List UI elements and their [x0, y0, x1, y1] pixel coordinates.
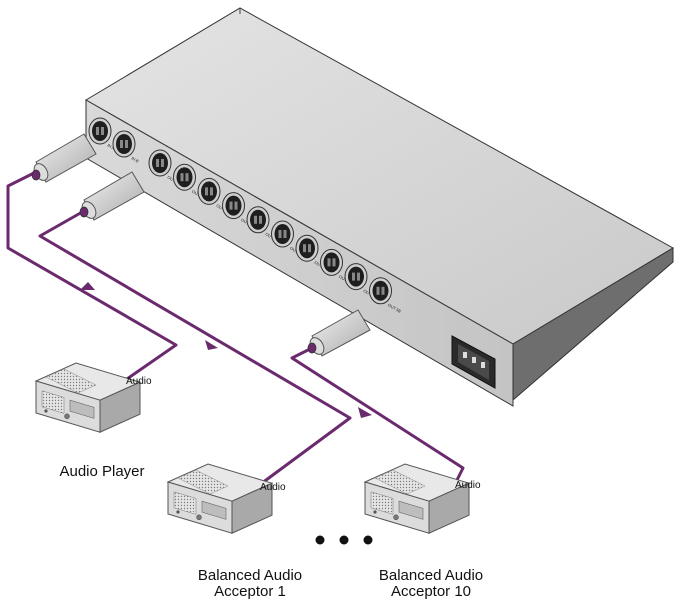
- cables: [6, 170, 465, 488]
- xlr-input-1-label: IN A: [107, 143, 116, 151]
- ellipsis-dots: [315, 535, 373, 545]
- acceptor-1-label-line2: Acceptor 1: [214, 583, 286, 600]
- xlr-output-10-label: OUT 5B: [387, 302, 402, 314]
- device-display: [69, 399, 95, 419]
- device-button: [44, 409, 48, 413]
- input-cable: [6, 170, 178, 383]
- xlr-output-10: OUT 5B: [369, 277, 402, 314]
- device-knob: [64, 413, 70, 420]
- xlr-output-8: OUT 4B: [320, 248, 353, 286]
- xlr-input-2-label: IN B: [131, 156, 141, 164]
- device-grille: [177, 469, 229, 495]
- balanced-audio-acceptor-10-device: [363, 463, 471, 534]
- device-display: [201, 500, 227, 520]
- device-speaker-grille: [370, 491, 394, 515]
- xlr-input-1: IN A: [88, 117, 116, 151]
- acceptor-10-label-line1: Balanced Audio: [379, 567, 483, 584]
- device-side: [231, 482, 273, 534]
- device-side: [99, 381, 141, 433]
- output-cable-acceptor-10: [290, 346, 465, 485]
- direction-arrow: [205, 340, 218, 350]
- device-button: [373, 510, 377, 514]
- xlr-plug-out-5b: [307, 309, 371, 357]
- audio-player-device: [34, 362, 142, 433]
- device-speaker-grille: [173, 491, 197, 515]
- acceptor-10-port-label: Audio: [455, 480, 481, 491]
- device-knob: [393, 514, 399, 521]
- xlr-output-1: OUT 1A: [148, 149, 182, 186]
- acceptor-1-port-label: Audio: [260, 482, 286, 493]
- device-speaker-grille: [41, 390, 65, 414]
- xlr-plug-in-b: [79, 171, 145, 221]
- device-grille: [45, 368, 97, 394]
- xlr-input-2: IN B: [112, 130, 141, 164]
- device-side: [428, 482, 470, 534]
- device-grille: [374, 469, 426, 495]
- audio-player-label: Audio Player: [59, 463, 144, 480]
- acceptor-10-label-line2: Acceptor 10: [391, 583, 471, 600]
- output-cable-acceptor-1: [38, 209, 352, 488]
- acceptor-1-label-line1: Balanced Audio: [198, 567, 302, 584]
- xlr-plug-in-a: [31, 133, 97, 183]
- audio-player-port-label: Audio: [126, 376, 152, 387]
- device-knob: [196, 514, 202, 521]
- power-inlet: [451, 335, 496, 389]
- device-display: [398, 500, 424, 520]
- balanced-audio-acceptor-1-device: [166, 463, 274, 534]
- direction-arrow: [80, 282, 95, 290]
- direction-arrow: [358, 407, 372, 418]
- device-button: [176, 510, 180, 514]
